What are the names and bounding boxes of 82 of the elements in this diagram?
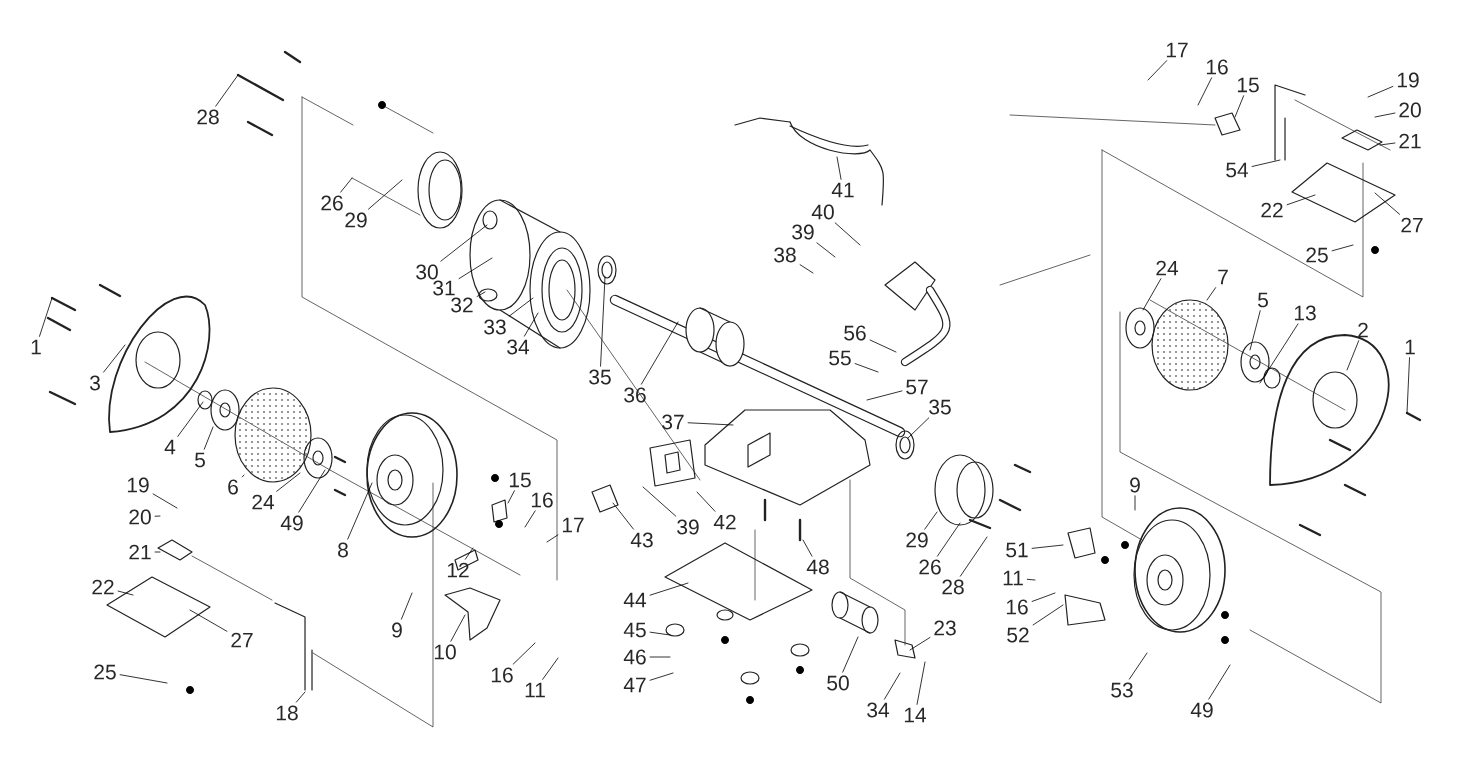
leader-line (1331, 244, 1354, 252)
leader-line (524, 510, 536, 528)
leader-line (842, 636, 859, 673)
leader-line (1208, 664, 1231, 700)
leader-line (546, 534, 559, 543)
leader-line (641, 321, 679, 385)
leader-line (39, 297, 53, 337)
leader-line (909, 637, 931, 651)
leader-line (1406, 357, 1410, 414)
leader-line (450, 614, 466, 642)
leader-line (799, 264, 814, 274)
leader-line (1206, 287, 1216, 301)
leader-line (854, 363, 879, 373)
leader-line (1032, 604, 1064, 626)
leader-line (119, 674, 168, 684)
leader-line (642, 486, 677, 517)
leader-line (802, 539, 813, 557)
leader-line (154, 551, 161, 553)
leader-line (649, 631, 671, 636)
leader-line (507, 490, 515, 504)
leader-line (649, 672, 674, 681)
leader-line (295, 691, 306, 703)
leader-line (1031, 592, 1056, 602)
leader-line (241, 474, 245, 478)
leader-line (464, 547, 474, 560)
leader-line (836, 156, 842, 180)
leader-line (1147, 60, 1168, 81)
callout-number: 17 (1166, 42, 1188, 58)
leader-line (103, 344, 126, 373)
leader-line (937, 522, 961, 557)
leader-line (884, 672, 901, 700)
leader-line (1286, 194, 1316, 206)
leader-line (1259, 323, 1299, 384)
leader-line (816, 242, 836, 258)
leader-line (612, 502, 634, 530)
leader-line (1374, 192, 1400, 215)
leader-line (368, 179, 403, 210)
leader-line (834, 222, 861, 246)
leader-line (1374, 112, 1396, 118)
leader-line (1128, 652, 1148, 680)
leader-line (1346, 340, 1360, 371)
leader-line (1367, 86, 1394, 98)
leader-line (869, 339, 897, 353)
leader-line (1249, 310, 1261, 351)
leader-line (508, 297, 534, 317)
leader-line (401, 592, 413, 620)
leader-line (649, 656, 671, 658)
leader-line (512, 642, 536, 665)
leader-line (916, 661, 926, 705)
leader-line (347, 482, 373, 540)
leader-line (117, 590, 134, 596)
leader-line (1379, 142, 1396, 146)
leader-line (215, 74, 239, 107)
leader-line (600, 276, 606, 367)
leader-line (177, 401, 204, 437)
leader-line (440, 224, 488, 262)
leader-line (1142, 278, 1162, 311)
leader-line (203, 426, 214, 450)
leader-line (649, 582, 689, 596)
leader-line (458, 257, 493, 279)
leader-line (340, 177, 353, 193)
leader-line (907, 417, 930, 439)
leader-line (687, 422, 734, 426)
leader-line (189, 609, 228, 632)
leader-line (1234, 95, 1245, 118)
leader-line (696, 491, 716, 512)
leader-line (1026, 578, 1036, 581)
leader-line (960, 536, 988, 577)
leader-line (154, 515, 161, 517)
leader-line (1251, 159, 1281, 167)
callout-number: 1 (31, 339, 41, 355)
leader-line (1134, 495, 1136, 511)
leader-line (542, 657, 559, 680)
leader-line (152, 493, 178, 509)
leader-line (866, 390, 903, 401)
leader-line (1031, 544, 1064, 549)
leader-line (524, 312, 539, 337)
leader-line (1197, 77, 1212, 106)
leader-line (276, 472, 301, 492)
leader-line (924, 511, 938, 530)
leader-line (298, 469, 326, 513)
leader-line (476, 291, 486, 297)
